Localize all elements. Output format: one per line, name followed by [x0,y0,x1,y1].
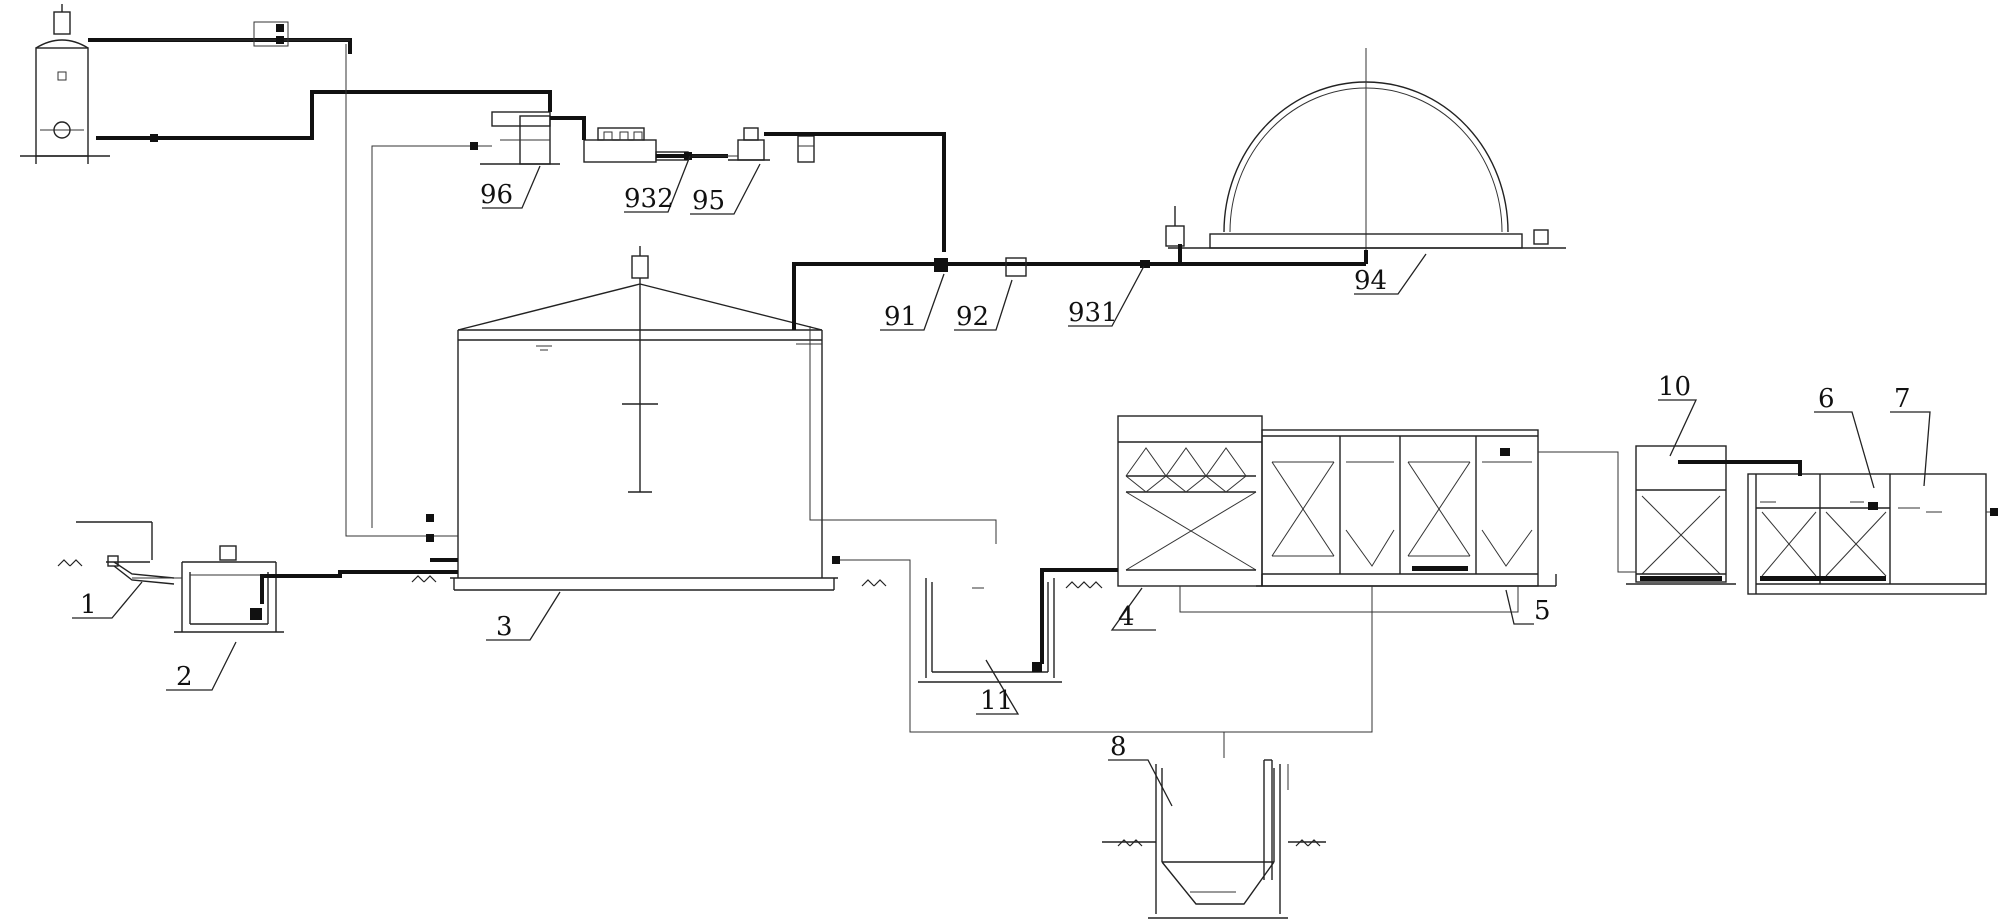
storage-tank [20,4,110,164]
label-7: 7 [1894,384,1911,414]
valves [150,21,1998,564]
label-11: 11 [980,686,1013,716]
label-95: 95 [692,186,725,216]
label-5: 5 [1534,596,1551,626]
tanks-6-7 [1747,473,1987,595]
ground-marks [57,559,1321,847]
reactor-5 [1256,429,1557,587]
label-1: 1 [80,590,97,620]
label-3: 3 [496,612,513,642]
label-931: 931 [1068,298,1118,328]
label-94: 94 [1354,266,1387,296]
tank-10 [1626,445,1736,585]
gas-meter [797,135,815,163]
inlet-channel [76,521,175,585]
tank-8 [1102,759,1326,919]
label-91: 91 [884,302,917,332]
pump-pit [174,545,284,633]
component-95 [728,127,770,161]
anaerobic-tank [450,246,838,591]
reactor-4 [1117,415,1263,587]
label-2: 2 [176,662,193,692]
label-6: 6 [1818,384,1835,414]
gas-holder-dome [1165,48,1566,250]
component-96 [480,111,560,165]
labels: 1 2 3 96 932 95 91 92 931 94 4 5 11 10 6… [80,180,1911,762]
tank-11 [918,578,1062,683]
label-932: 932 [624,184,674,214]
label-4: 4 [1118,602,1135,632]
label-8: 8 [1110,732,1127,762]
pipelines [88,38,1998,790]
label-92: 92 [956,302,989,332]
label-96: 96 [480,180,513,210]
label-10: 10 [1658,372,1691,402]
leader-lines [72,155,1931,807]
